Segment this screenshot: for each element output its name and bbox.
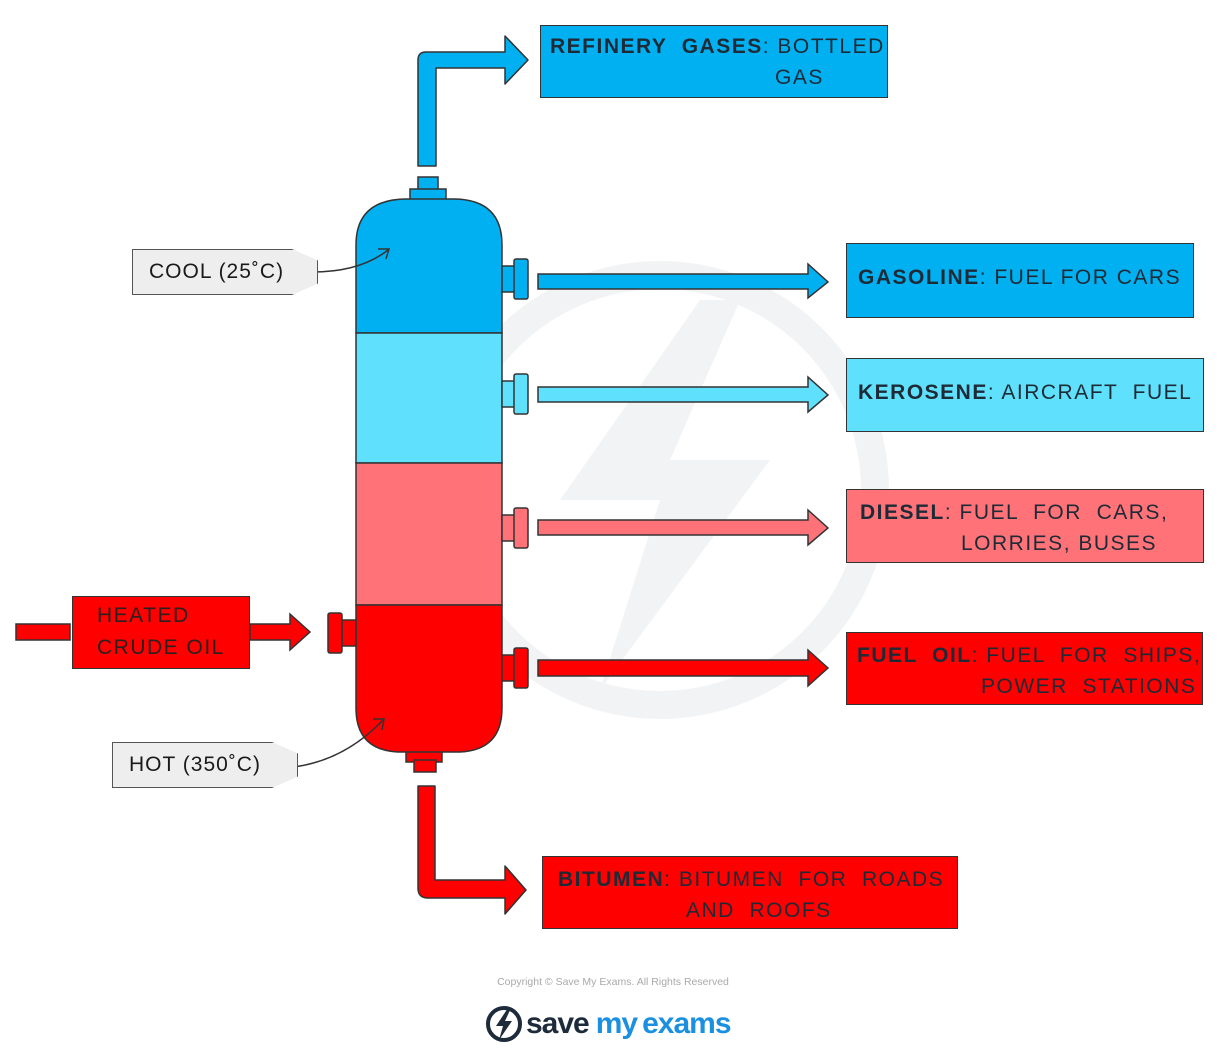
arrow-gasoline xyxy=(537,262,830,300)
heated-crude-oil-line1: HEATED xyxy=(97,604,190,627)
fraction-box-diesel: DIESEL: FUEL FOR CARS, LORRIES, BUSES xyxy=(846,489,1204,563)
logo-word-exams: exams xyxy=(642,1007,731,1040)
fraction-use-line2: GAS xyxy=(775,66,824,89)
hot-temperature-tag: HOT (350˚C) xyxy=(112,742,298,788)
fraction-use-line1: AIRCRAFT FUEL xyxy=(1001,381,1193,404)
fraction-box-gasoline: GASOLINE: FUEL FOR CARS xyxy=(846,243,1194,318)
fraction-name: BITUMEN xyxy=(558,868,665,891)
fraction-name: KEROSENE xyxy=(858,381,988,404)
column-section-kerosene xyxy=(355,332,503,464)
fraction-name: FUEL OIL xyxy=(857,644,972,667)
watermark-logo xyxy=(431,261,889,719)
column-section-fuel-oil xyxy=(355,604,503,753)
fractionating-column xyxy=(327,176,529,773)
fraction-use-line1: BOTTLED xyxy=(777,35,885,58)
fraction-name: GASOLINE xyxy=(858,266,980,289)
fraction-use-line2: POWER STATIONS xyxy=(981,675,1197,698)
logo-word-save: save xyxy=(526,1007,590,1040)
fraction-use-line2: AND ROOFS xyxy=(686,899,832,922)
lightning-bolt-icon xyxy=(486,1006,522,1042)
fraction-name: REFINERY GASES xyxy=(550,35,763,58)
fraction-box-refinery-gases: REFINERY GASES: BOTTLED GAS xyxy=(540,25,888,98)
hot-temperature-label: HOT (350˚C) xyxy=(129,753,261,776)
fraction-use-line1: BITUMEN FOR ROADS xyxy=(678,868,945,891)
cool-temperature-label: COOL (25˚C) xyxy=(149,260,285,283)
fraction-use-line2: LORRIES, BUSES xyxy=(961,532,1158,555)
logo-word-my: my xyxy=(595,1007,638,1040)
heated-crude-oil-box: HEATED CRUDE OIL xyxy=(72,596,250,669)
arrow-fuel-oil xyxy=(537,648,830,688)
fraction-use-line1: FUEL FOR SHIPS, xyxy=(986,644,1202,667)
fraction-box-kerosene: KEROSENE: AIRCRAFT FUEL xyxy=(846,358,1204,432)
cool-temperature-tag: COOL (25˚C) xyxy=(132,249,318,295)
arrow-diesel xyxy=(537,508,830,547)
column-section-gasoline xyxy=(355,198,503,334)
arrow-refinery-gases xyxy=(417,35,529,167)
arrow-kerosene xyxy=(537,375,830,414)
arrow-heated-crude-oil xyxy=(15,612,312,652)
fraction-box-bitumen: BITUMEN: BITUMEN FOR ROADS AND ROOFS xyxy=(542,856,958,929)
fraction-box-fuel-oil: FUEL OIL: FUEL FOR SHIPS, POWER STATIONS xyxy=(846,632,1203,705)
arrow-bitumen xyxy=(417,785,527,915)
column-section-diesel xyxy=(355,462,503,606)
fraction-use-line1: FUEL FOR CARS xyxy=(994,266,1182,289)
copyright-notice: Copyright © Save My Exams. All Rights Re… xyxy=(497,976,729,988)
save-my-exams-logo[interactable]: save my exams xyxy=(484,1002,732,1046)
fraction-use-line1: FUEL FOR CARS, xyxy=(959,501,1169,524)
fraction-name: DIESEL xyxy=(860,501,945,524)
heated-crude-oil-line2: CRUDE OIL xyxy=(97,636,225,659)
